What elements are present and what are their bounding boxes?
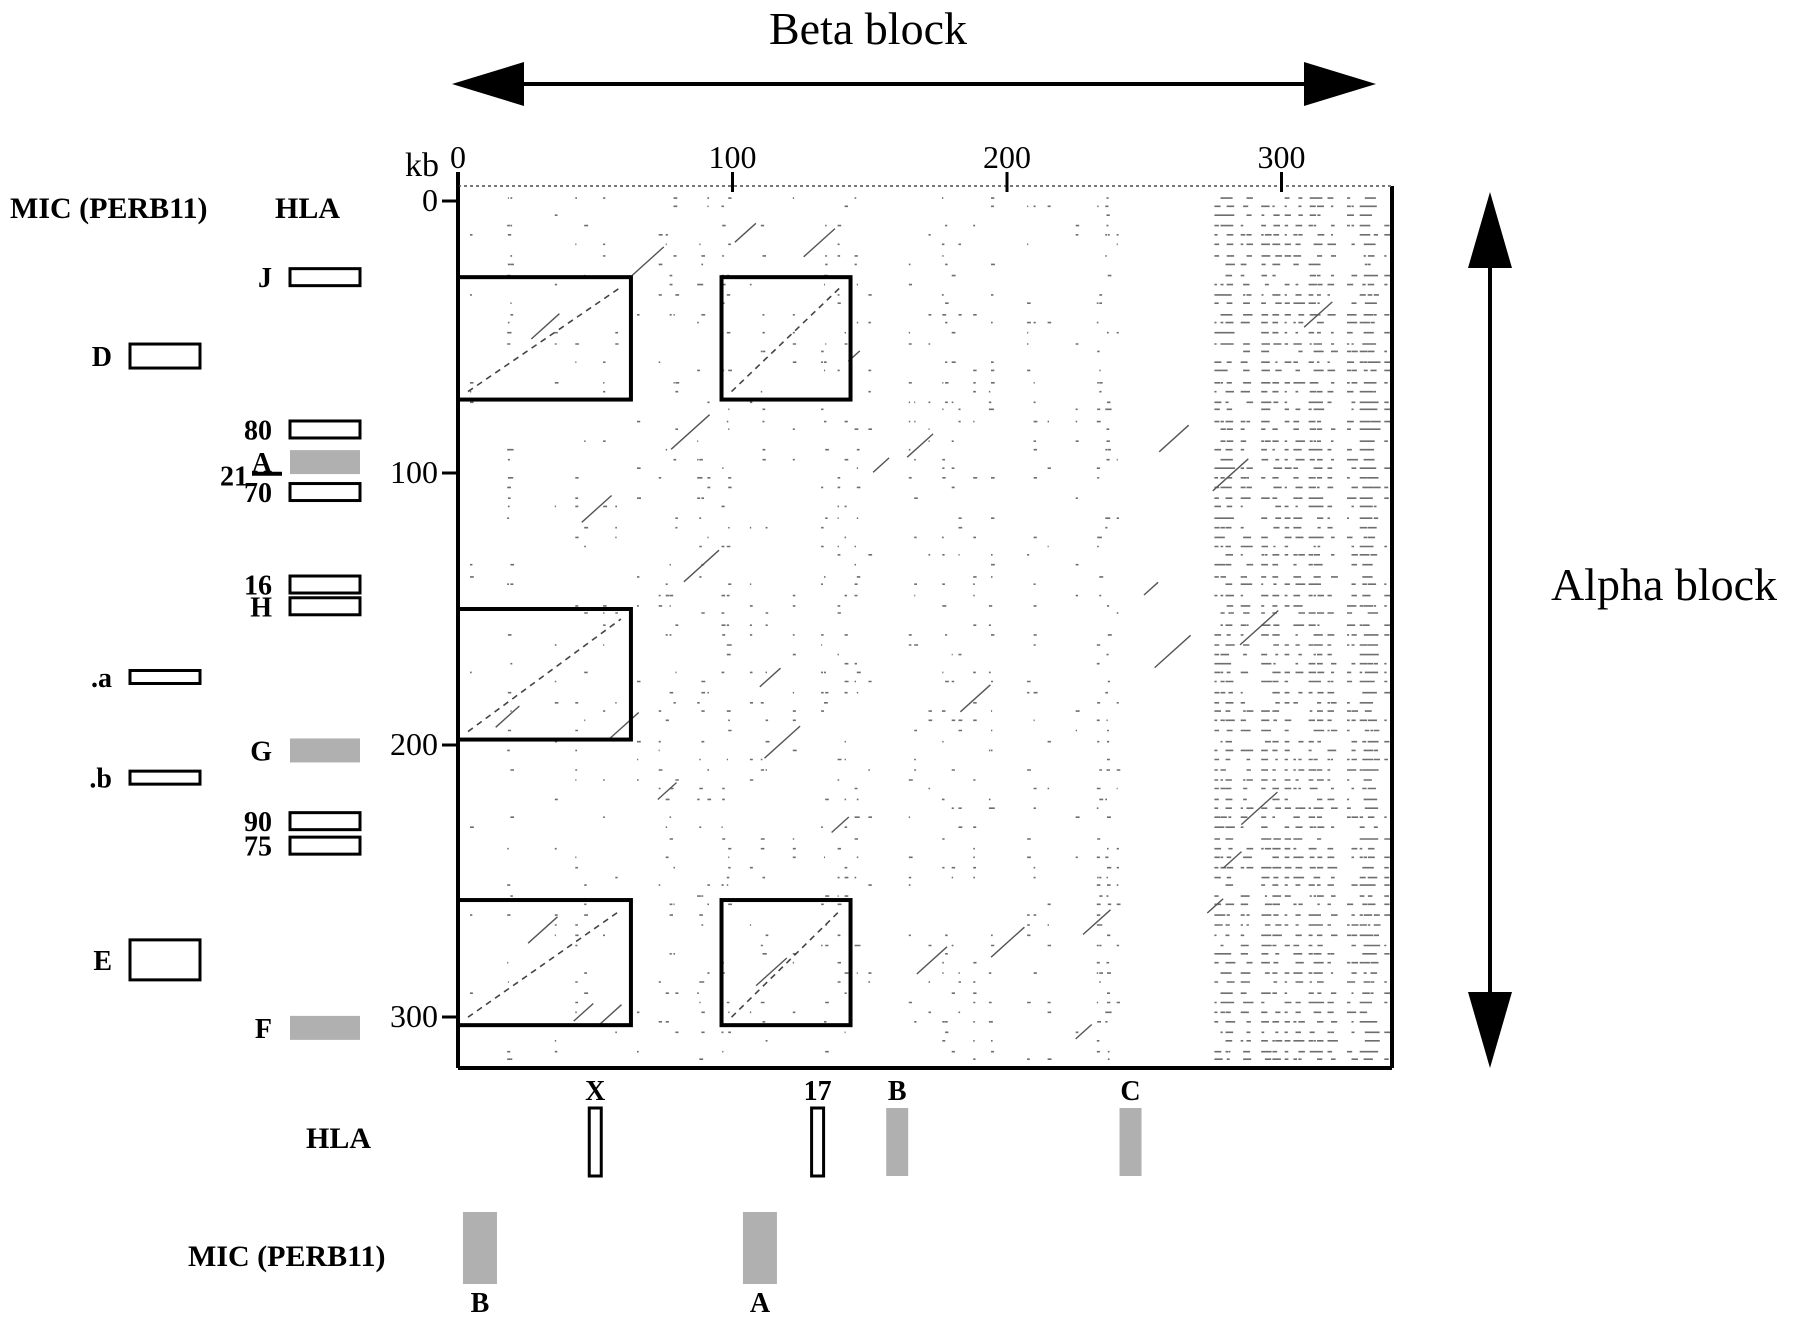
box-diagonal xyxy=(467,909,622,1018)
beta-arrowhead-left-icon xyxy=(452,62,524,106)
mic-gene-label: .a xyxy=(91,663,112,694)
mic-gene-box xyxy=(462,1212,497,1284)
x-tick-label: 200 xyxy=(983,139,1031,175)
highlight-box xyxy=(456,898,633,1028)
y-axis-title: Alpha block xyxy=(1551,559,1777,610)
hla-gene-box xyxy=(290,738,360,763)
hla-gene-box xyxy=(288,419,362,440)
mic-gene-label: D xyxy=(92,342,112,373)
mic-gene-box xyxy=(128,342,202,370)
hla-gene-label: X xyxy=(585,1076,605,1107)
hla-gene-label: A xyxy=(252,448,273,479)
hla-gene-label: 90 xyxy=(244,807,272,838)
mic-gene-box xyxy=(128,938,202,982)
hla-gene-label: 16 xyxy=(244,571,272,602)
hla-gene-box xyxy=(1119,1108,1142,1176)
y-tick-label: 300 xyxy=(390,998,438,1034)
x-axis-title: Beta block xyxy=(769,3,967,54)
dot-matrix xyxy=(470,197,1392,1061)
highlight-box xyxy=(456,275,633,402)
hla-gene-label: J xyxy=(258,263,272,294)
bottom-mic-label: MIC (PERB11) xyxy=(188,1240,386,1273)
diagonal-alignments xyxy=(495,222,1333,1040)
bracket-label: 21 xyxy=(220,462,248,493)
hla-gene-box xyxy=(886,1108,909,1176)
unit-label: kb xyxy=(405,147,439,184)
mic-gene-label: A xyxy=(750,1288,771,1316)
x-axis-ticks: 0 100 200 300 xyxy=(450,139,1306,192)
hla-gene-box xyxy=(810,1106,826,1178)
x-tick-label: 100 xyxy=(709,139,757,175)
y-tick-label: 200 xyxy=(390,726,438,762)
hla-gene-label: 17 xyxy=(804,1076,832,1107)
hla-gene-box xyxy=(290,1015,360,1040)
hla-gene-box xyxy=(288,574,362,595)
hla-gene-label: 80 xyxy=(244,415,272,446)
hla-gene-label: 75 xyxy=(244,832,272,863)
highlight-box xyxy=(719,275,853,402)
hla-gene-box xyxy=(290,450,360,475)
dot-cloud xyxy=(470,197,1392,1061)
mic-gene-label: E xyxy=(93,946,112,977)
highlight-box xyxy=(456,607,633,742)
hla-gene-label: 70 xyxy=(244,478,272,509)
hla-gene-label: G xyxy=(250,736,272,767)
bottom-hla-label: HLA xyxy=(306,1122,371,1155)
mic-gene-box xyxy=(128,769,202,786)
box-diagonal xyxy=(467,286,622,393)
hla-gene-box xyxy=(587,1106,603,1178)
hla-gene-label: H xyxy=(250,592,272,623)
box-diagonal xyxy=(730,909,842,1018)
box-diagonal xyxy=(467,618,622,733)
x-tick-label: 0 xyxy=(450,139,466,175)
y-axis-ticks: 0 100 200 300 xyxy=(390,182,458,1034)
hla-gene-label: F xyxy=(255,1014,272,1045)
plot-frame xyxy=(456,172,1394,1070)
hla-gene-box xyxy=(288,482,362,503)
hla-gene-box xyxy=(288,267,362,288)
alpha-arrowhead-up-icon xyxy=(1468,192,1512,268)
mic-gene-label: .b xyxy=(89,764,112,795)
hla-gene-box xyxy=(288,811,362,832)
hla-gene-label: C xyxy=(1120,1076,1140,1107)
left-header-mic: MIC (PERB11) xyxy=(10,192,208,225)
mic-gene-box xyxy=(128,669,202,685)
y-tick-label: 0 xyxy=(422,182,438,218)
hla-gene-label: B xyxy=(888,1076,907,1107)
box-diagonal xyxy=(730,286,842,393)
highlight-box xyxy=(719,898,853,1028)
beta-arrowhead-right-icon xyxy=(1304,62,1376,106)
y-tick-label: 100 xyxy=(390,454,438,490)
left-header-hla: HLA xyxy=(275,192,340,225)
hla-gene-box xyxy=(288,835,362,856)
mic-gene-label: B xyxy=(471,1288,490,1316)
hla-gene-box xyxy=(288,596,362,617)
mic-gene-box xyxy=(742,1212,777,1284)
alpha-arrowhead-down-icon xyxy=(1468,992,1512,1068)
x-tick-label: 300 xyxy=(1258,139,1306,175)
highlight-boxes xyxy=(456,275,853,1028)
